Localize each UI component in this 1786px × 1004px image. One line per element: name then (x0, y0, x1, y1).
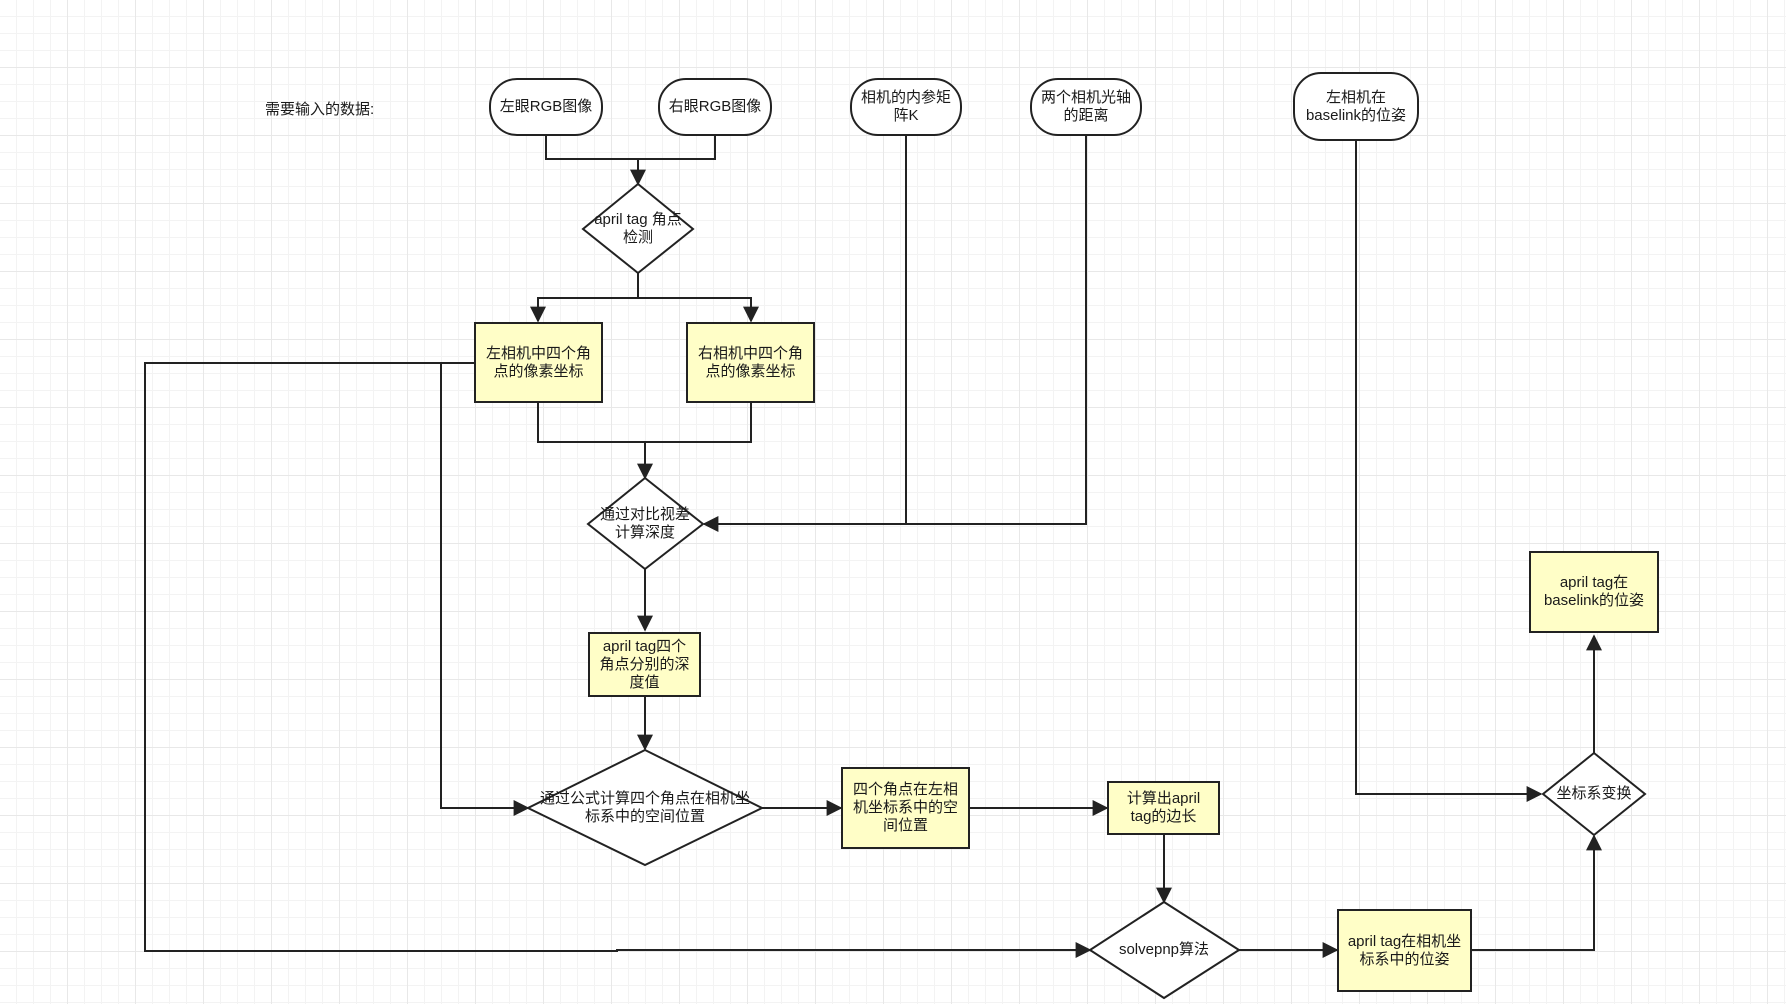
edge-tag-camera-to-transform (1472, 834, 1602, 951)
edge-left-pixels-to-disparity (537, 403, 653, 480)
diamond-corner-detect (581, 182, 695, 275)
input-right-rgb: 右眼RGB图像 (658, 78, 772, 136)
decision-solvepnp-label: solvepnp算法 (1118, 941, 1210, 958)
diamond-transform (1541, 751, 1647, 837)
input-data-label: 需要输入的数据: (265, 101, 375, 118)
edge-left-rgb-to-detect (545, 136, 646, 186)
process-corner-positions: 四个角点在左相机坐标系中的空间位置 (841, 767, 970, 849)
decision-formula-position-label: 通过公式计算四个角点在相机坐标系中的空间位置 (540, 790, 751, 825)
process-tag-in-baselink: april tag在baselink的位姿 (1529, 551, 1659, 633)
decision-transform-label: 坐标系变换 (1556, 785, 1632, 802)
edge-cam-pose-to-transform (1355, 141, 1543, 802)
edge-baseline-to-disparity (702, 136, 1087, 532)
process-corner-depths: april tag四个角点分别的深度值 (588, 632, 701, 697)
decision-corner-detect-label: april tag 角点检测 (594, 211, 682, 246)
input-left-rgb: 左眼RGB图像 (489, 78, 603, 136)
edge-detect-to-right-pixels (638, 297, 759, 323)
edge-detect-to-left-pixels (530, 273, 639, 323)
decision-disparity-depth-label: 通过对比视差计算深度 (599, 506, 690, 541)
process-tag-in-camera: april tag在相机坐标系中的位姿 (1337, 909, 1472, 992)
input-intrinsics: 相机的内参矩阵K (850, 78, 962, 136)
process-right-pixels: 右相机中四个角点的像素坐标 (686, 322, 815, 403)
diamond-disparity-depth (586, 476, 705, 571)
edge-left-pixels-to-formula (440, 362, 530, 816)
edge-right-pixels-to-disparity (645, 403, 752, 443)
diamond-formula-position (525, 748, 765, 867)
edge-left-pixels-to-solvepnp (144, 362, 1092, 958)
diamond-solvepnp (1088, 900, 1241, 1000)
input-left-cam-pose: 左相机在baselink的位姿 (1293, 72, 1419, 141)
process-edge-length: 计算出april tag的边长 (1107, 781, 1220, 835)
input-baseline: 两个相机光轴的距离 (1030, 78, 1142, 136)
edge-right-rgb-to-detect (638, 136, 716, 160)
process-left-pixels: 左相机中四个角点的像素坐标 (474, 322, 603, 403)
